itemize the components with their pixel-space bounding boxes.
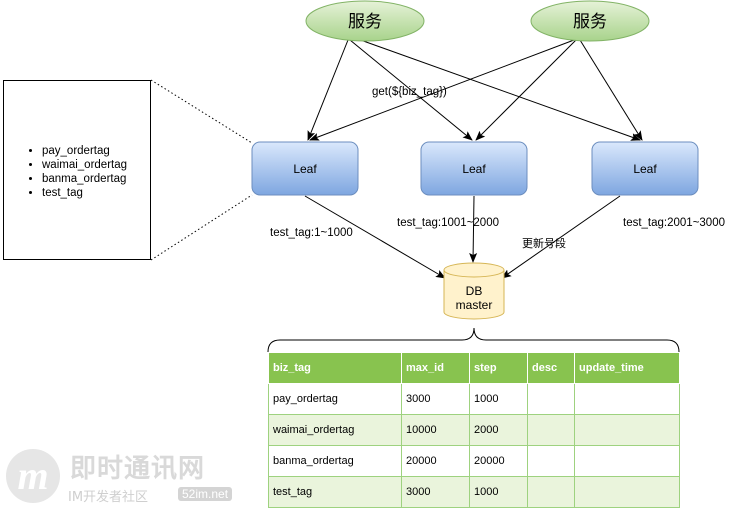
table-cell: 10000 [401,414,470,446]
callout-line-bottom [150,194,253,261]
table-cell: 20000 [401,445,470,477]
service-label: 服务 [573,12,607,32]
watermark-logo-letter: m [17,453,48,498]
column-header: step [469,352,528,384]
leaf-label: Leaf [293,162,317,176]
table-row: pay_ordertag 3000 1000 [268,383,680,415]
leaf-label: Leaf [633,162,657,176]
table-cell: 1000 [469,383,528,415]
table-cell [527,414,575,446]
table-header-row: biz_tag max_id step desc update_time [268,352,680,384]
leaf-node-3: Leaf [591,141,699,196]
table-cell [527,445,575,477]
service-node-1: 服务 [305,0,425,42]
leaf-node-2: Leaf [420,141,528,196]
leaf-range-label-3: test_tag:2001~3000 [623,217,725,229]
watermark-logo-icon: m [6,449,60,503]
leaf-alloc-table: biz_tag max_id step desc update_time pay… [268,352,680,508]
table-cell [527,383,575,415]
table-cell: waimai_ordertag [268,414,402,446]
table-row: banma_ordertag 20000 20000 [268,445,680,477]
table-cell: 2000 [469,414,528,446]
callout-line-top [150,79,253,144]
table-cell [574,414,680,446]
db-label-line2: master [456,298,493,312]
table-cell [574,445,680,477]
service-label: 服务 [348,12,382,32]
db-arrows [304,195,621,279]
table-cell: 1000 [469,476,528,508]
table-row: waimai_ordertag 10000 2000 [268,414,680,446]
leaf-node-1: Leaf [251,141,359,196]
biz-tag-item: waimai_ordertag [42,158,127,172]
column-header: biz_tag [268,352,402,384]
table-cell: pay_ordertag [268,383,402,415]
watermark: m 即时通讯网 IM开发者社区 52im.net [0,443,270,513]
table-cell [574,383,680,415]
update-segment-label: 更新号段 [522,236,566,250]
biz-tag-list: pay_ordertag waimai_ordertag banma_order… [4,144,127,200]
table-cell: 3000 [401,383,470,415]
watermark-site: 52im.net [178,487,233,501]
leaf-label: Leaf [462,162,486,176]
column-header: update_time [574,352,680,384]
column-header: max_id [401,352,470,384]
biz-tag-list-box: pay_ordertag waimai_ordertag banma_order… [3,80,151,260]
watermark-title: 即时通讯网 [70,454,206,484]
leaf-range-label-2: test_tag:1001~2000 [397,217,499,229]
leaf-range-label-1: test_tag:1~1000 [270,227,353,239]
db-label-line1: DB [466,284,483,298]
db-master-cylinder: DB master [443,262,505,320]
request-label: get(${biz_tag}) [372,86,447,98]
table-cell: 20000 [469,445,528,477]
table-cell [527,476,575,508]
request-arrows [307,37,643,141]
biz-tag-item: pay_ordertag [42,144,127,158]
table-cell: test_tag [268,476,402,508]
biz-tag-item: banma_ordertag [42,172,127,186]
watermark-subtitle: IM开发者社区 [68,490,149,505]
table-row: test_tag 3000 1000 [268,476,680,508]
column-header: desc [527,352,575,384]
table-cell [574,476,680,508]
table-brace [267,327,680,353]
biz-tag-item: test_tag [42,186,127,200]
table-cell: 3000 [401,476,470,508]
service-node-2: 服务 [530,0,650,42]
table-cell: banma_ordertag [268,445,402,477]
